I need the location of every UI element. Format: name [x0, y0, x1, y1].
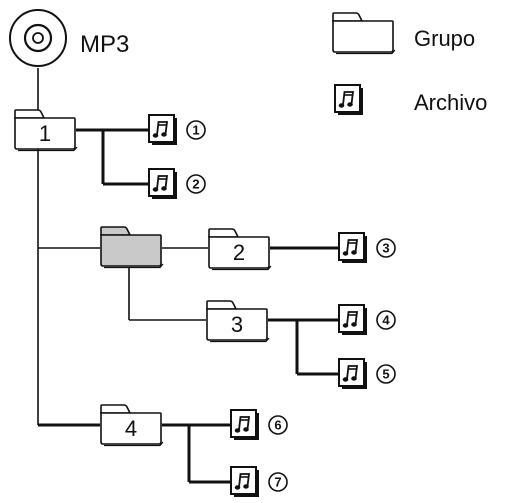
music-file-icon — [148, 114, 177, 145]
music-file-icon — [148, 168, 177, 199]
file-2-number: 2 — [192, 177, 199, 192]
file-1-number: 1 — [192, 123, 199, 138]
file-number-badge — [186, 174, 206, 194]
music-file-icon — [338, 304, 367, 335]
file-number-badge — [268, 472, 288, 492]
music-file-icon — [230, 466, 259, 497]
folder-group-2: 2 — [208, 228, 272, 271]
file-1: 1 — [148, 114, 206, 145]
file-5: 5 — [338, 358, 396, 389]
folder-group-2-number: 2 — [233, 240, 245, 265]
legend-group-label: Grupo — [414, 26, 475, 51]
folder-group-3: 3 — [206, 300, 270, 343]
file-number-badge — [376, 238, 396, 258]
folder-group-3-number: 3 — [231, 312, 243, 337]
file-3-number: 3 — [382, 241, 389, 256]
file-4: 4 — [338, 304, 396, 335]
file-number-badge — [376, 364, 396, 384]
disc-icon — [9, 9, 67, 67]
legend: Grupo Archivo — [332, 12, 487, 115]
file-6: 6 — [230, 409, 288, 440]
file-5-number: 5 — [382, 367, 389, 382]
music-file-icon — [338, 232, 367, 263]
folder-group-1: 1 — [14, 109, 78, 152]
connector-lines — [37, 68, 338, 484]
file-3: 3 — [338, 232, 396, 263]
file-4-number: 4 — [382, 313, 390, 328]
folder-unnumbered — [100, 226, 164, 269]
folder-group-1-number: 1 — [39, 121, 51, 146]
file-6-number: 6 — [274, 418, 281, 433]
file-7-number: 7 — [274, 475, 281, 490]
legend-folder-icon — [332, 12, 396, 55]
file-number-badge — [186, 120, 206, 140]
legend-file-icon — [334, 84, 363, 115]
folder-group-4: 4 — [100, 404, 164, 447]
file-number-badge — [268, 415, 288, 435]
legend-file-label: Archivo — [414, 90, 487, 115]
music-file-icon — [230, 409, 259, 440]
file-number-badge — [376, 310, 396, 330]
source-label: MP3 — [80, 31, 129, 58]
music-file-icon — [338, 358, 367, 389]
file-2: 2 — [148, 168, 206, 199]
file-7: 7 — [230, 466, 288, 497]
folder-group-4-number: 4 — [125, 416, 137, 441]
